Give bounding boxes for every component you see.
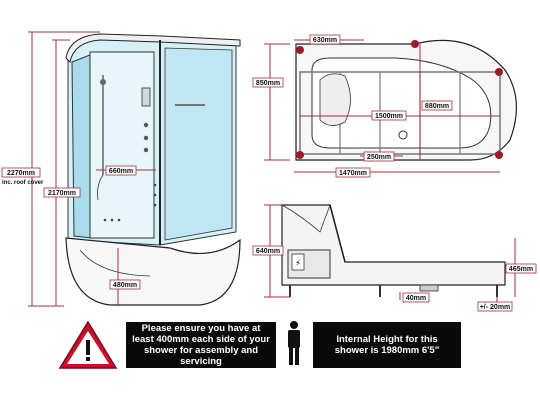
assembly-notice: Please ensure you have at least 400mm ea…	[126, 322, 276, 368]
total-height-label: 2270mm	[7, 170, 35, 177]
side-tray-height-label: 465mm	[509, 266, 533, 273]
electrical-box	[291, 253, 305, 271]
dim-box	[371, 110, 407, 121]
dim-box	[252, 77, 284, 88]
back-wall-panel	[89, 51, 155, 239]
dim-box	[402, 292, 430, 303]
waste-trap	[419, 284, 439, 292]
side-slope	[329, 204, 346, 263]
side-view-labels: 640mm 465mm 40mm +/- 20mm	[252, 245, 537, 312]
shower-hose	[97, 174, 104, 201]
inner-depth-label: 880mm	[425, 103, 449, 110]
support-feet	[296, 40, 503, 159]
seat-area	[319, 73, 351, 126]
door-glass	[164, 47, 233, 241]
dim-box	[505, 263, 537, 274]
control-panel	[141, 87, 151, 107]
tray-contour	[79, 249, 151, 277]
leg-adjust-label: +/- 20mm	[480, 304, 511, 311]
top-view	[264, 39, 518, 173]
dim-box	[109, 279, 141, 290]
electrical-hazard-icon: ⚡	[295, 259, 301, 269]
dim-box	[335, 167, 371, 178]
dim-box	[363, 151, 395, 162]
dim-box	[1, 167, 41, 178]
tub-inner	[311, 57, 492, 149]
top-view-labels: 630mm 850mm 880mm 1500mm 250mm 1470mm	[252, 34, 453, 178]
seat-width-label: 630mm	[313, 37, 337, 44]
warning-triangle-icon	[58, 320, 118, 369]
dim-box	[252, 245, 284, 256]
dim-box	[421, 100, 453, 111]
control-knob-icon	[143, 135, 149, 141]
control-knob-icon	[143, 122, 149, 128]
dim-box	[105, 165, 137, 176]
body-jets	[103, 183, 157, 222]
front-view	[28, 31, 241, 307]
drain-offset-label: 250mm	[367, 154, 391, 161]
door-width-label: 660mm	[109, 168, 133, 175]
depth-label: 850mm	[256, 80, 280, 87]
side-backrest	[281, 204, 331, 233]
cabin-side-glass	[71, 54, 93, 239]
bath-length-label: 1500mm	[375, 113, 403, 120]
control-knob-icon	[143, 147, 149, 153]
drain-icon	[398, 130, 408, 140]
bath-tray	[65, 237, 241, 306]
overall-length-label: 1470mm	[339, 170, 367, 177]
tray-height-label: 480mm	[113, 282, 137, 289]
shower-head-icon	[100, 79, 106, 85]
internal-height-notice: Internal Height for this shower is 1980m…	[313, 322, 461, 368]
cabin-height-label: 2170mm	[48, 190, 76, 197]
dim-box	[43, 187, 81, 198]
roof-cover-note: inc. roof cover	[2, 180, 44, 186]
front-view-labels: 2270mm inc. roof cover 2170mm 660mm 480m…	[1, 165, 141, 290]
side-view: ⚡	[264, 204, 516, 308]
drain-clearance-label: 40mm	[406, 295, 426, 302]
side-height-label: 640mm	[256, 248, 280, 255]
frame-rect	[299, 71, 501, 155]
dim-box	[477, 301, 513, 312]
side-feet	[289, 285, 498, 297]
person-icon	[288, 321, 300, 365]
dim-box	[309, 34, 341, 45]
roof-cover	[65, 33, 241, 64]
